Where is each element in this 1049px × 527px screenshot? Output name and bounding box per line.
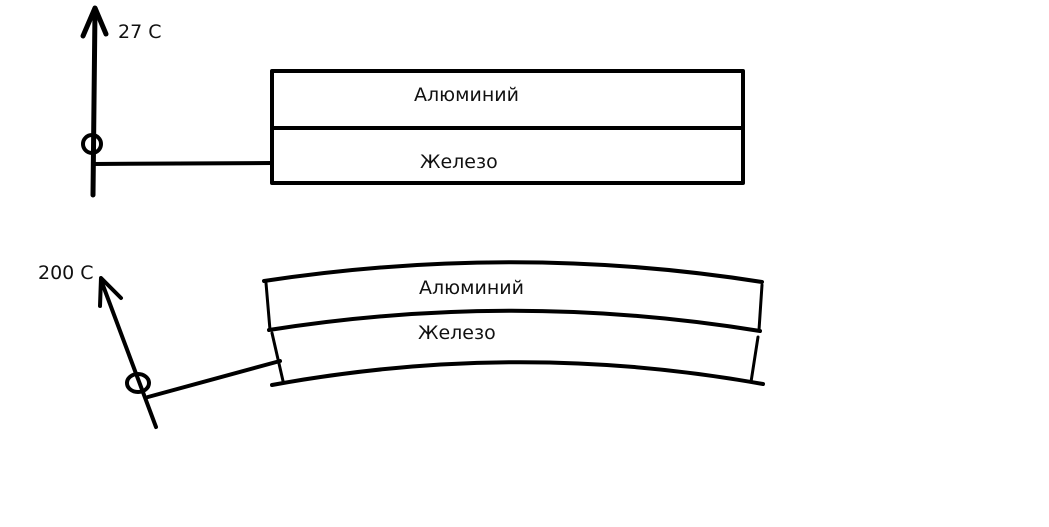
hot-strip-right-end (749, 283, 764, 384)
hot-pivot-circle (125, 372, 151, 394)
hot-aluminium-label: Алюминий (419, 277, 524, 299)
hot-strip-top-edge (262, 260, 764, 284)
hot-pointer-arrow (98, 276, 158, 429)
cold-pointer-arrow (80, 5, 109, 198)
hot-state-scene: 200 C Алюминий Железо (38, 260, 765, 429)
hot-temperature-label: 200 C (38, 262, 94, 284)
cold-aluminium-label: Алюминий (414, 84, 519, 106)
cold-bimetal-strip: Алюминий Железо (270, 69, 745, 185)
hot-strip-left-end (264, 281, 285, 383)
hot-strip-middle-edge (267, 308, 762, 333)
cold-pivot-circle (81, 133, 103, 155)
hot-iron-label: Железо (418, 322, 496, 344)
cold-iron-label: Железо (420, 151, 498, 173)
hot-connecting-rod (146, 359, 282, 399)
cold-state-scene: 27 C Алюминий Железо (80, 5, 745, 198)
hot-strip-bottom-edge (270, 360, 765, 387)
cold-temperature-label: 27 C (118, 21, 161, 43)
cold-connecting-rod (91, 161, 274, 166)
hot-bimetal-strip: Алюминий Железо (262, 260, 765, 387)
